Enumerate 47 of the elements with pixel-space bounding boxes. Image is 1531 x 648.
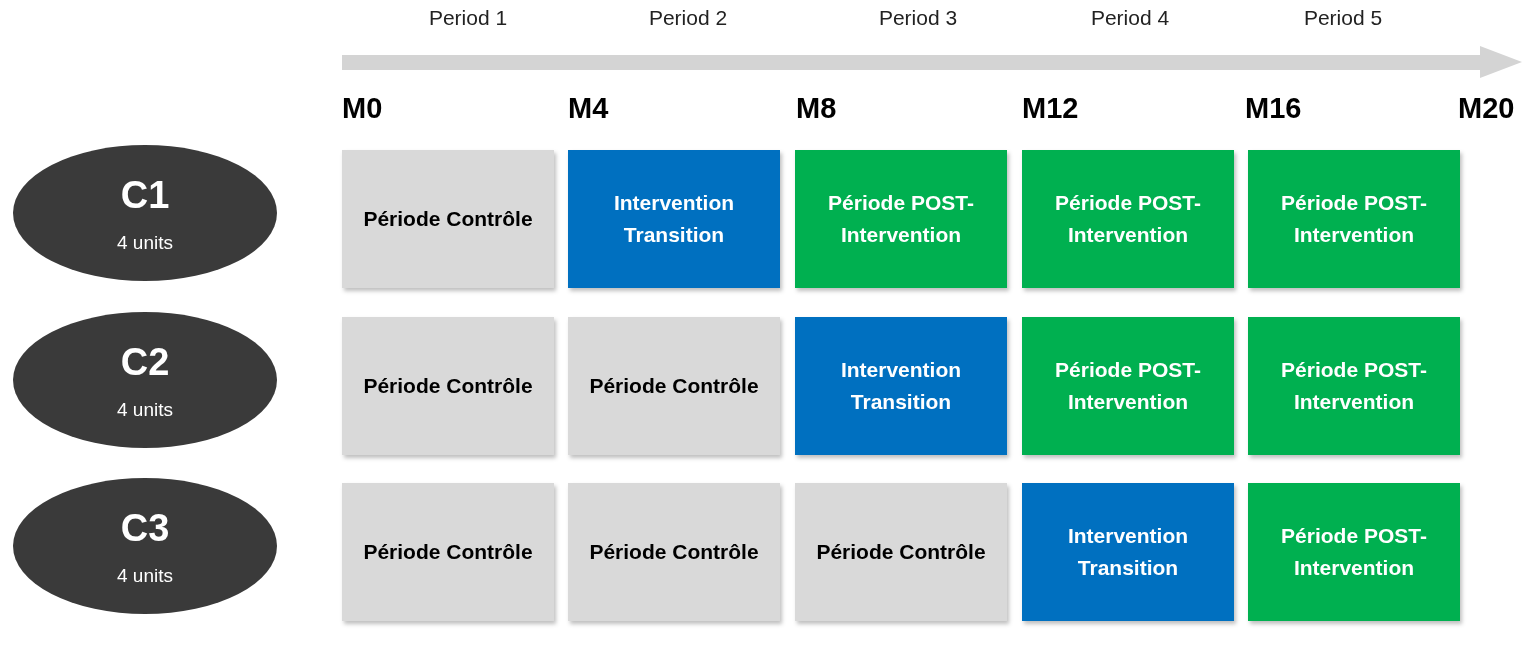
cluster-name: C1 <box>119 174 171 217</box>
period-box <box>795 483 1007 621</box>
period-heading: Period 5 <box>1303 6 1383 30</box>
period-label: Intervention Transition <box>1066 523 1190 581</box>
period-label: Période POST-Intervention <box>1054 190 1202 248</box>
period-box <box>1248 317 1460 455</box>
period-heading: Period 2 <box>648 6 728 30</box>
period-box <box>1248 483 1460 621</box>
period-box <box>795 317 1007 455</box>
period-box <box>342 150 554 288</box>
period-label: Période POST-Intervention <box>827 190 975 248</box>
unit-count: 4 units <box>116 232 174 254</box>
month-marker: M8 <box>796 92 837 125</box>
month-marker: M0 <box>342 92 383 125</box>
month-marker: M4 <box>568 92 609 125</box>
cluster-name: C3 <box>119 507 171 550</box>
period-box <box>568 150 780 288</box>
period-label: Période Contrôle <box>588 539 760 565</box>
unit-count: 4 units <box>116 399 174 421</box>
period-label: Période Contrôle <box>362 373 534 399</box>
period-box <box>795 150 1007 288</box>
period-label: Période POST-Intervention <box>1280 523 1428 581</box>
period-heading: Period 4 <box>1090 6 1170 30</box>
period-box <box>1248 150 1460 288</box>
unit-count: 4 units <box>116 565 174 587</box>
period-label: Période Contrôle <box>588 373 760 399</box>
period-label: Intervention Transition <box>839 357 963 415</box>
period-label: Période Contrôle <box>362 206 534 232</box>
period-label: Période Contrôle <box>362 539 534 565</box>
period-box <box>568 317 780 455</box>
period-box <box>342 317 554 455</box>
period-box <box>342 483 554 621</box>
month-marker: M12 <box>1022 92 1079 125</box>
month-marker: M16 <box>1245 92 1302 125</box>
period-label: Période POST-Intervention <box>1280 357 1428 415</box>
period-box <box>1022 150 1234 288</box>
period-box <box>1022 317 1234 455</box>
cluster-name: C2 <box>119 341 171 384</box>
period-label: Période Contrôle <box>815 539 987 565</box>
period-label: Période POST-Intervention <box>1280 190 1428 248</box>
period-box <box>1022 483 1234 621</box>
period-box <box>568 483 780 621</box>
period-label: Période POST-Intervention <box>1054 357 1202 415</box>
month-marker: M20 <box>1458 92 1515 125</box>
period-label: Intervention Transition <box>612 190 736 248</box>
period-heading: Period 1 <box>428 6 508 30</box>
period-heading: Period 3 <box>878 6 958 30</box>
